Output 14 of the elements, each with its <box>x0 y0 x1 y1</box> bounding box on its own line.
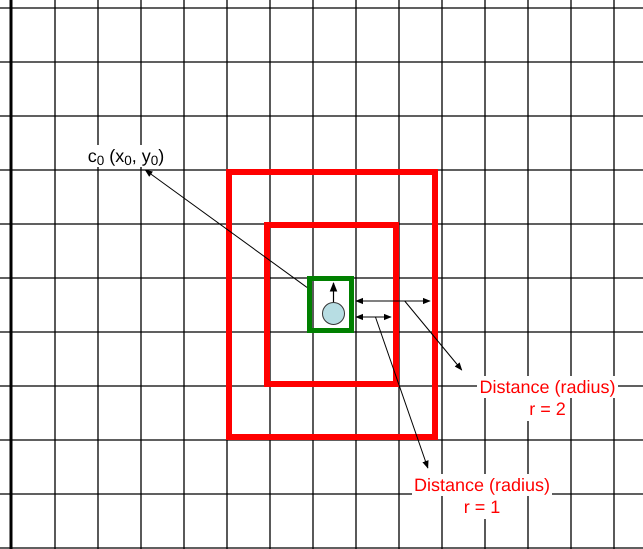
label-text: Distance (radius) <box>412 474 552 496</box>
label-text: Distance (radius) <box>477 376 618 398</box>
arrow <box>330 282 338 302</box>
dimension-line <box>354 295 432 307</box>
leader-line <box>374 316 428 469</box>
square-frame <box>226 169 438 440</box>
label-text: r = 1 <box>462 496 502 518</box>
square-frame <box>307 276 354 333</box>
leader-line <box>144 170 308 288</box>
leader-line <box>404 300 462 371</box>
dimension-line <box>354 311 393 323</box>
label-text: r = 2 <box>527 398 568 420</box>
square-frame <box>264 222 399 387</box>
label-text: c$_{0}$ (x$_{0}$, y$_{0}$) <box>86 144 166 168</box>
